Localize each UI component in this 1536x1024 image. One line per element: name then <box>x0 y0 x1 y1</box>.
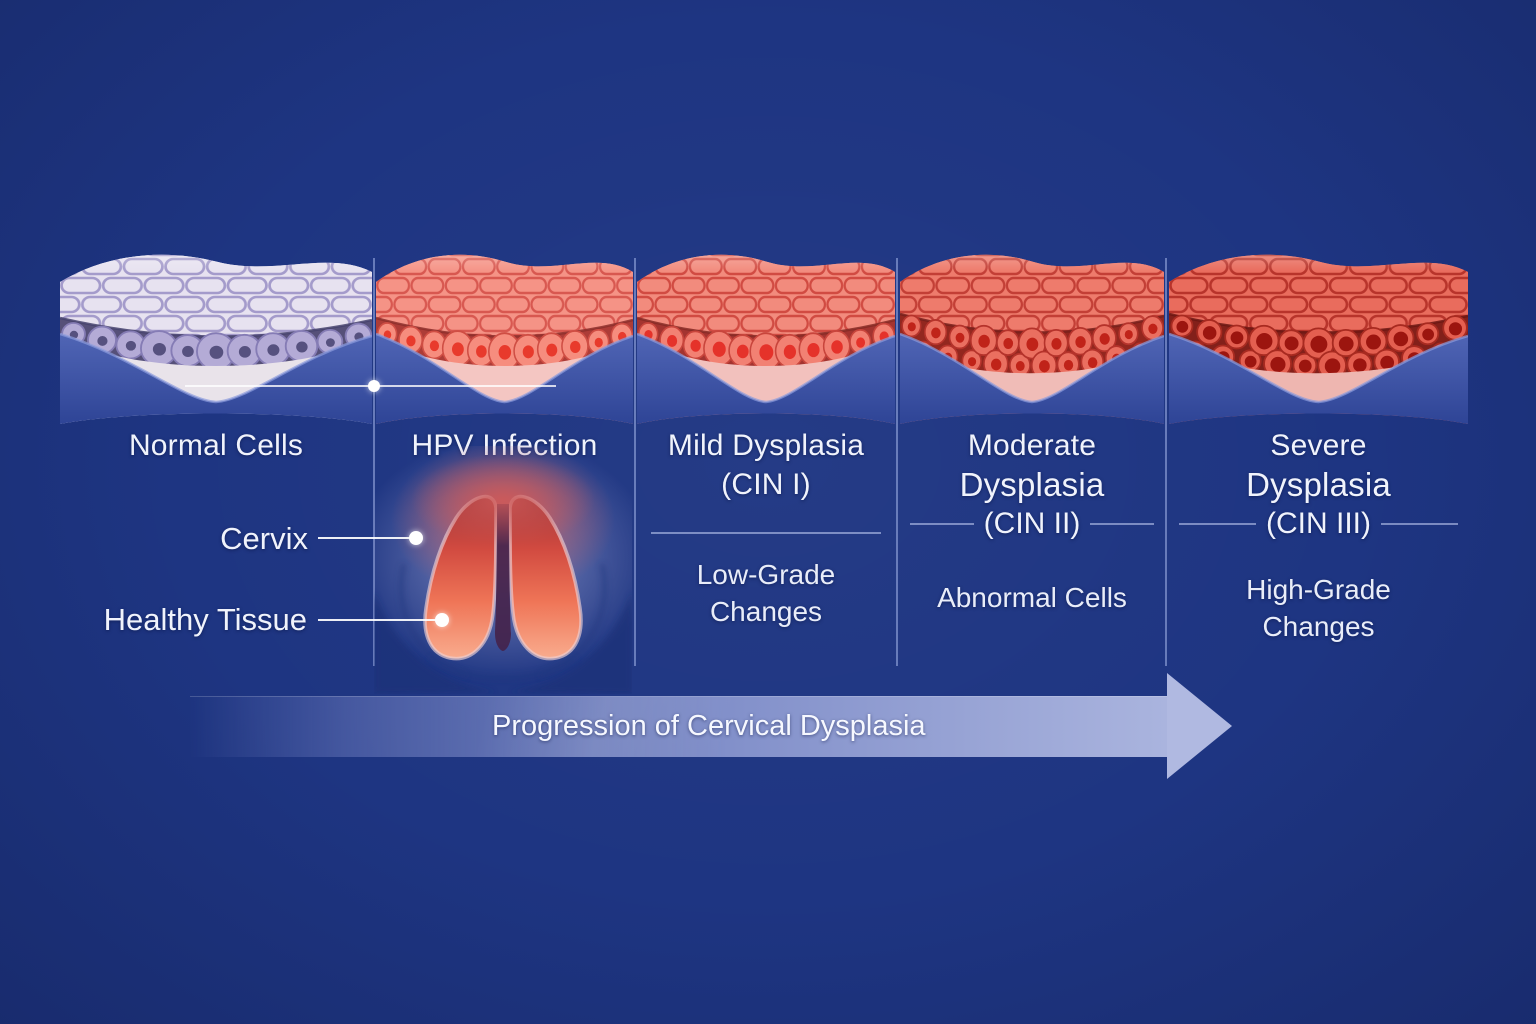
stage-sublabel-line: Abnormal Cells <box>937 582 1127 613</box>
stage-sublabel-line: Low-Grade <box>696 559 836 590</box>
panel-divider <box>373 258 375 666</box>
divider-rule <box>651 532 881 534</box>
stage-cin-grade: (CIN II) <box>983 507 1081 540</box>
stage-cin-grade: (CIN III) <box>1266 507 1371 540</box>
progression-arrow-label: Progression of Cervical Dysplasia <box>492 710 926 742</box>
panel-divider <box>634 258 636 666</box>
tissue-illustration-hpv-infection <box>376 238 633 433</box>
flank-line-right <box>1381 522 1458 525</box>
tissue-illustration-moderate-dysplasia <box>900 238 1164 433</box>
stage-panel-hpv-infection: HPV Infection <box>376 238 633 678</box>
stage-title: Moderate <box>967 429 1097 462</box>
stage-labels-moderate-dysplasia: Moderate Dysplasia (CIN II) Abnormal Cel… <box>900 426 1164 616</box>
panel-divider <box>1165 258 1167 666</box>
stage-title: Mild Dysplasia <box>667 429 865 462</box>
stage-sublabel: Abnormal Cells <box>900 579 1164 616</box>
tissue-transition-dot <box>368 380 380 392</box>
stage-labels-severe-dysplasia: Severe Dysplasia (CIN III) High-Grade Ch… <box>1169 426 1468 645</box>
flank-line-left <box>910 522 974 525</box>
stage-cin-grade: (CIN I) <box>721 468 811 501</box>
flank-line-left <box>1179 522 1256 525</box>
tissue-illustration-normal-cells <box>60 238 372 433</box>
stage-sublabel-line: High-Grade <box>1246 574 1391 605</box>
healthy-tissue-leader-dot <box>435 613 449 627</box>
cervix-leader-dot <box>409 531 423 545</box>
stage-cin-row: (CIN III) <box>1169 504 1468 543</box>
stage-title: Normal Cells <box>128 429 304 462</box>
stage-labels-mild-dysplasia: Mild Dysplasia (CIN I) Low-Grade Changes <box>637 426 895 630</box>
stage-sublabel: High-Grade Changes <box>1169 571 1468 645</box>
flank-line-right <box>1090 522 1154 525</box>
stage-panel-mild-dysplasia: Mild Dysplasia (CIN I) Low-Grade Changes <box>637 238 895 678</box>
tissue-illustration-mild-dysplasia <box>637 238 895 433</box>
cervix-illustration <box>374 446 632 694</box>
stage-title-line2: Dysplasia <box>959 466 1105 503</box>
stage-title: Severe <box>1270 429 1367 462</box>
stage-panel-moderate-dysplasia: Moderate Dysplasia (CIN II) Abnormal Cel… <box>900 238 1164 678</box>
stage-sublabel: Low-Grade Changes <box>637 556 895 630</box>
stage-sublabel-line: Changes <box>709 596 823 627</box>
stage-panel-normal-cells: Normal Cells <box>60 238 372 678</box>
cervix-label: Cervix <box>220 521 308 556</box>
progression-arrow: Progression of Cervical Dysplasia <box>190 673 1250 779</box>
progression-arrow-body <box>190 696 1168 757</box>
stage-labels-normal-cells: Normal Cells <box>60 426 372 465</box>
cervix-leader-line <box>318 537 410 539</box>
healthy-tissue-label: Healthy Tissue <box>103 602 307 637</box>
stage-panel-severe-dysplasia: Severe Dysplasia (CIN III) High-Grade Ch… <box>1169 238 1468 678</box>
healthy-tissue-leader-line <box>318 619 436 621</box>
tissue-illustration-severe-dysplasia <box>1169 238 1468 433</box>
panel-divider <box>896 258 898 666</box>
stage-cin-row: (CIN II) <box>900 504 1164 543</box>
stage-title-line2: Dysplasia <box>1246 466 1391 503</box>
progression-arrow-head-icon <box>1167 673 1232 779</box>
stage-sublabel-line: Changes <box>1262 611 1375 642</box>
